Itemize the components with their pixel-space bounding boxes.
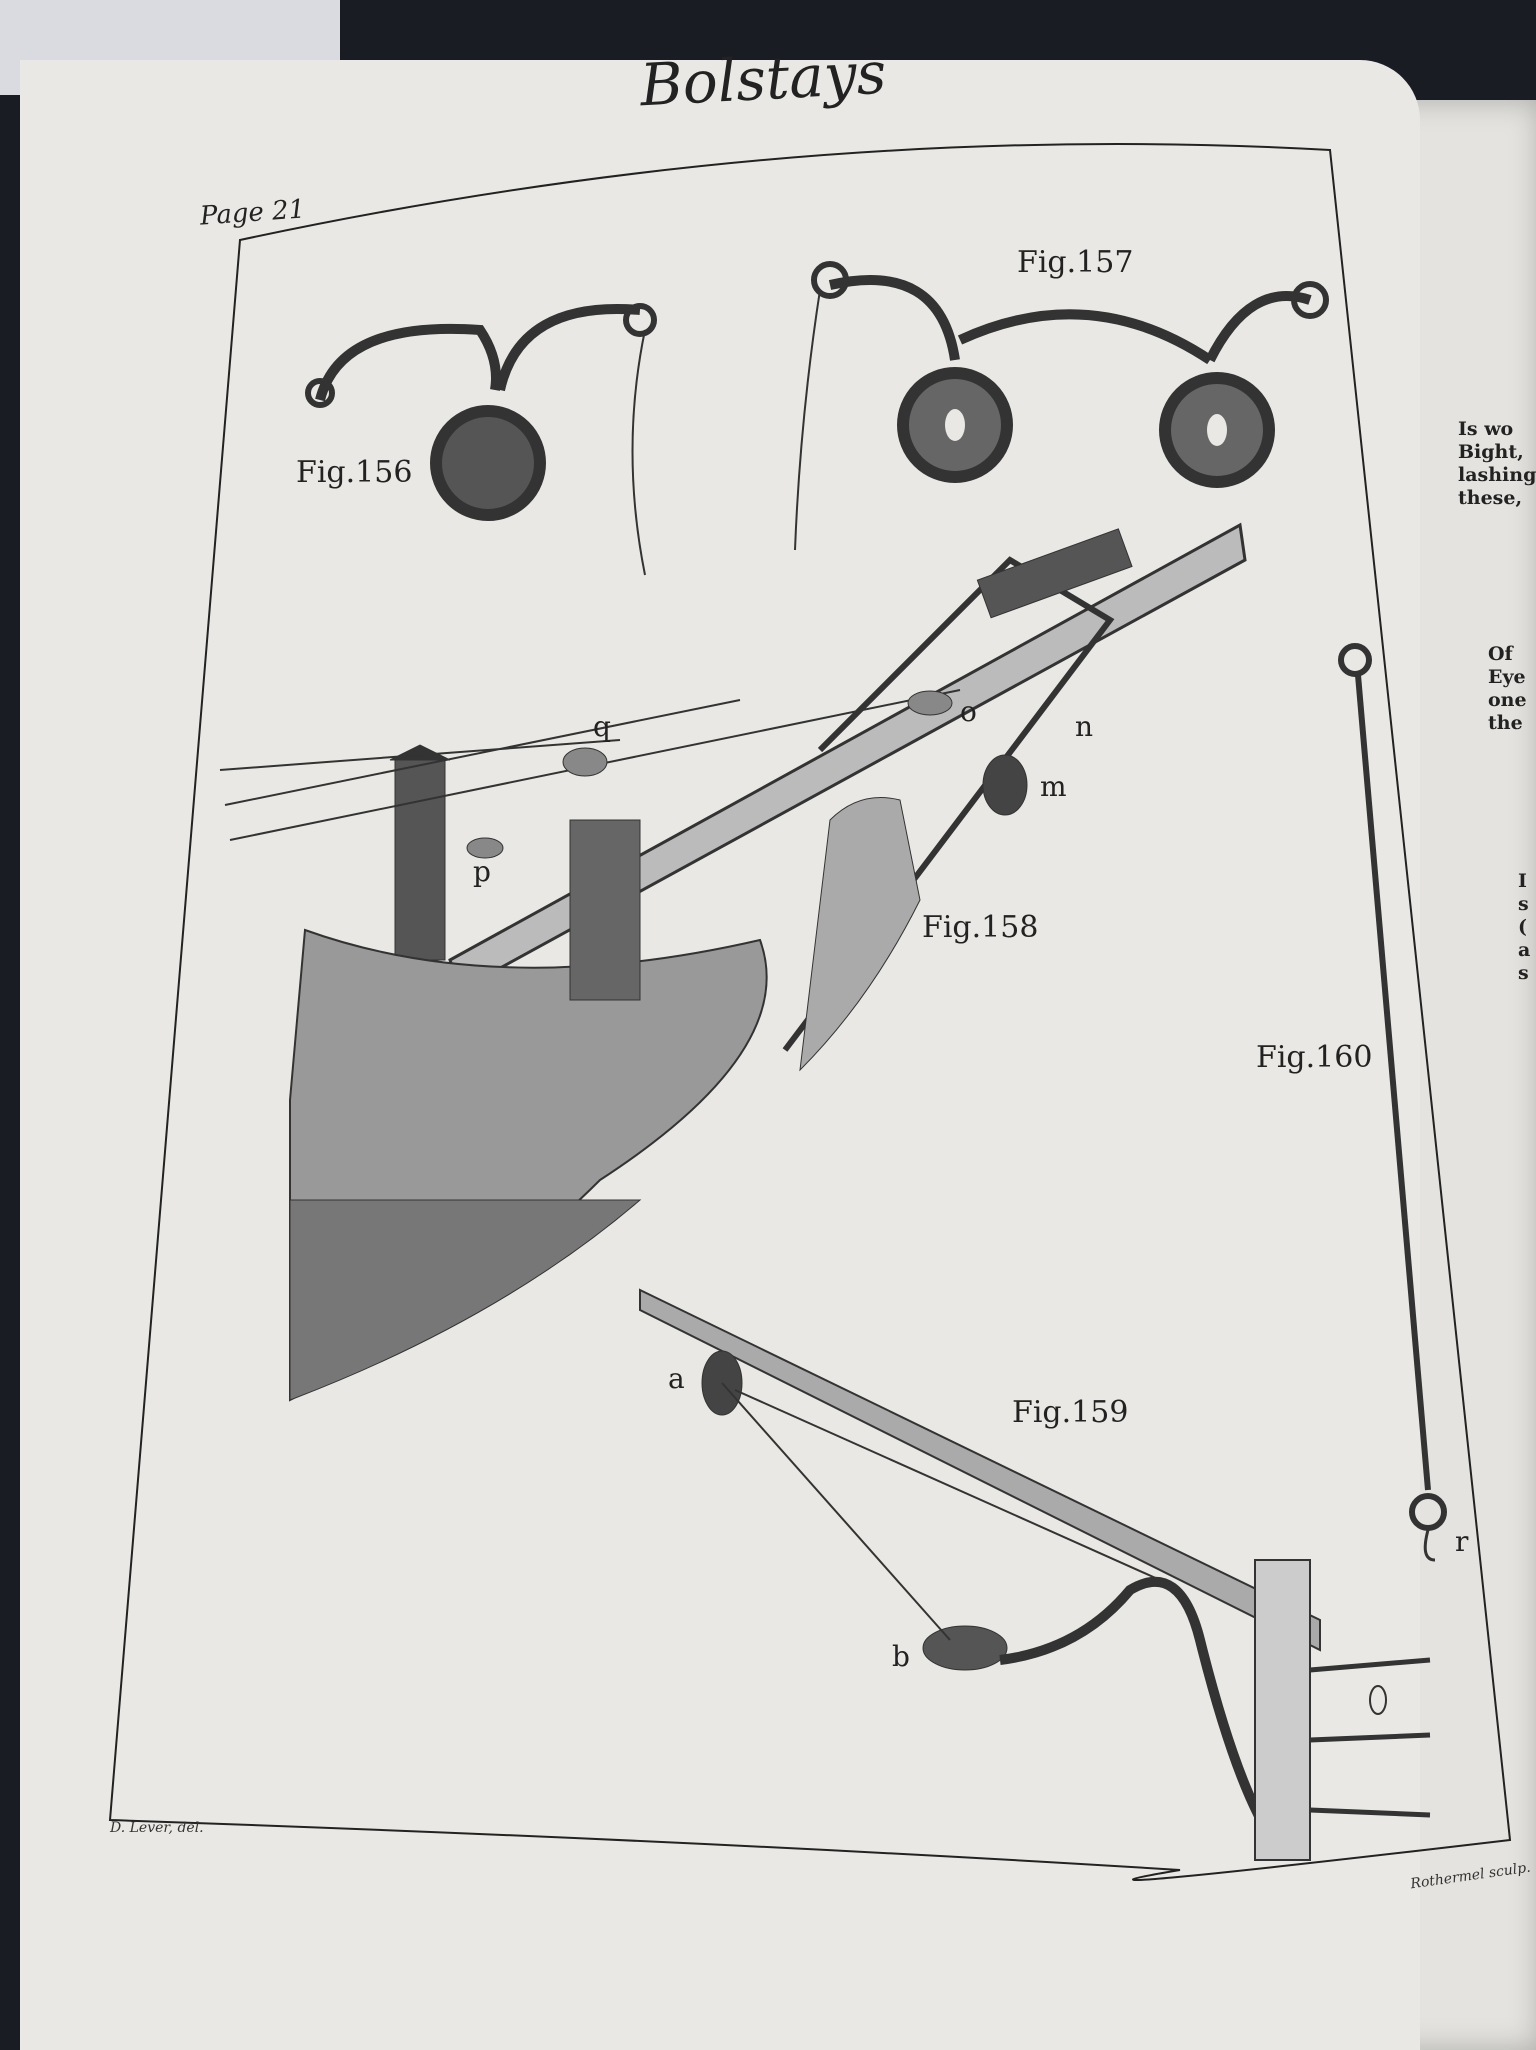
letter-b: b [892, 1640, 910, 1673]
letter-r: r [1455, 1525, 1469, 1558]
fig159-drawing [639, 1288, 1431, 1861]
text-line: the [1488, 712, 1523, 734]
fig157-drawing [794, 261, 1329, 551]
fig156-drawing [305, 303, 657, 576]
text-line: s [1518, 893, 1529, 915]
fig159-label: Fig.159 [1012, 1395, 1129, 1430]
text-line: Bight, [1458, 441, 1524, 463]
text-line: lashing [1458, 464, 1536, 486]
text-line: I [1518, 870, 1527, 892]
letter-o: o [960, 695, 977, 728]
letter-p: p [473, 855, 491, 888]
fig160-drawing [1338, 643, 1447, 1562]
text-line: these, [1458, 487, 1523, 509]
text-line: Of [1488, 643, 1513, 665]
letter-n: n [1075, 710, 1094, 743]
credit-artist: D. Lever, del. [110, 1820, 204, 1836]
plate-frame [108, 143, 1512, 1881]
fig158-label: Fig.158 [922, 910, 1039, 945]
fig160-label: Fig.160 [1256, 1040, 1373, 1075]
text-line: Eye [1488, 666, 1526, 688]
fig157-label: Fig.157 [1017, 245, 1134, 280]
letter-a: a [668, 1362, 685, 1395]
text-line: s [1518, 962, 1529, 984]
letter-m: m [1040, 770, 1067, 803]
text-line: Is wo [1458, 418, 1514, 440]
text-line: a [1518, 939, 1531, 961]
text-line: one [1488, 689, 1527, 711]
letter-q: q [593, 710, 611, 743]
page-title: Bolstays [638, 38, 888, 120]
fig156-label: Fig.156 [296, 455, 413, 490]
text-line: ( [1518, 916, 1527, 938]
fig158-drawing [219, 522, 1247, 1402]
